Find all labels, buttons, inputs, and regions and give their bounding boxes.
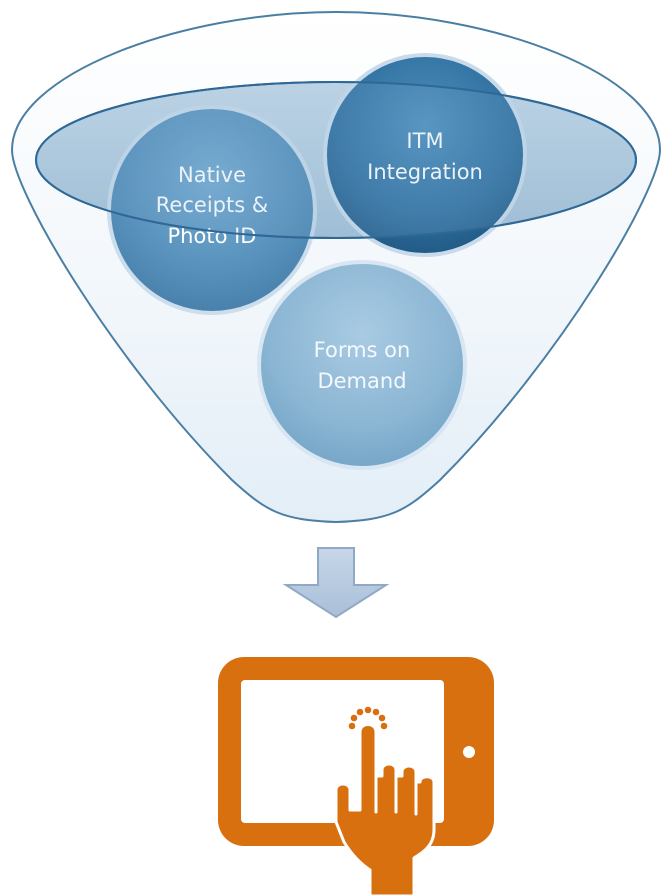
funnel-item-forms-line2: Demand (317, 369, 406, 393)
funnel-item-forms-on-demand: Forms on Demand (257, 260, 467, 470)
funnel-item-itm-integration: ITM Integration (323, 53, 527, 257)
funnel-item-native-receipts: Native Receipts & Photo ID (107, 105, 317, 315)
funnel-item-forms-line1: Forms on (314, 338, 411, 362)
funnel-rim-overlay (34, 80, 638, 240)
funnel-item-native-line2: Receipts & (156, 193, 268, 217)
funnel-item-native-line1: Native (178, 163, 246, 187)
down-arrow-icon (282, 547, 390, 619)
funnel-item-itm-line1: ITM (406, 129, 443, 153)
hand-shape (334, 723, 436, 896)
funnel-item-itm-line2: Integration (367, 160, 483, 184)
tablet-touch-icon (218, 657, 494, 896)
